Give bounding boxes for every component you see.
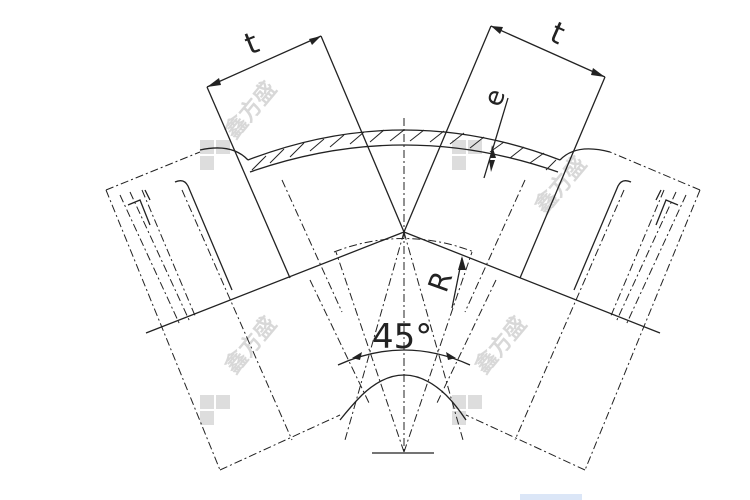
- right-t-dimension: [490, 25, 606, 78]
- e-dimension: [483, 97, 509, 179]
- svg-text:鑫方盛: 鑫方盛: [530, 152, 592, 219]
- angle-label: 45°: [372, 317, 432, 357]
- r-label: R: [422, 267, 460, 297]
- left-weld: [199, 147, 249, 161]
- watermark: 鑫方盛 鑫方盛 鑫方盛 鑫方盛: [200, 77, 592, 425]
- svg-text:鑫方盛: 鑫方盛: [220, 312, 282, 379]
- right-pipe: [403, 25, 701, 471]
- radius-arc: [333, 238, 475, 253]
- wall-hatching: [251, 129, 557, 171]
- svg-text:鑫方盛: 鑫方盛: [220, 77, 282, 144]
- right-t-label: t: [545, 15, 570, 52]
- inner-bend-arc: [339, 374, 467, 421]
- left-t-label: t: [240, 25, 264, 62]
- svg-text:鑫方盛: 鑫方盛: [470, 312, 532, 379]
- inner-wall-arc: [249, 144, 559, 173]
- right-weld: [559, 148, 611, 161]
- angle-dimension-arc: [337, 349, 471, 366]
- left-t-dimension: [206, 35, 322, 88]
- left-pipe: [105, 35, 405, 471]
- highlight-bar: [520, 494, 582, 500]
- e-label: e: [478, 85, 512, 110]
